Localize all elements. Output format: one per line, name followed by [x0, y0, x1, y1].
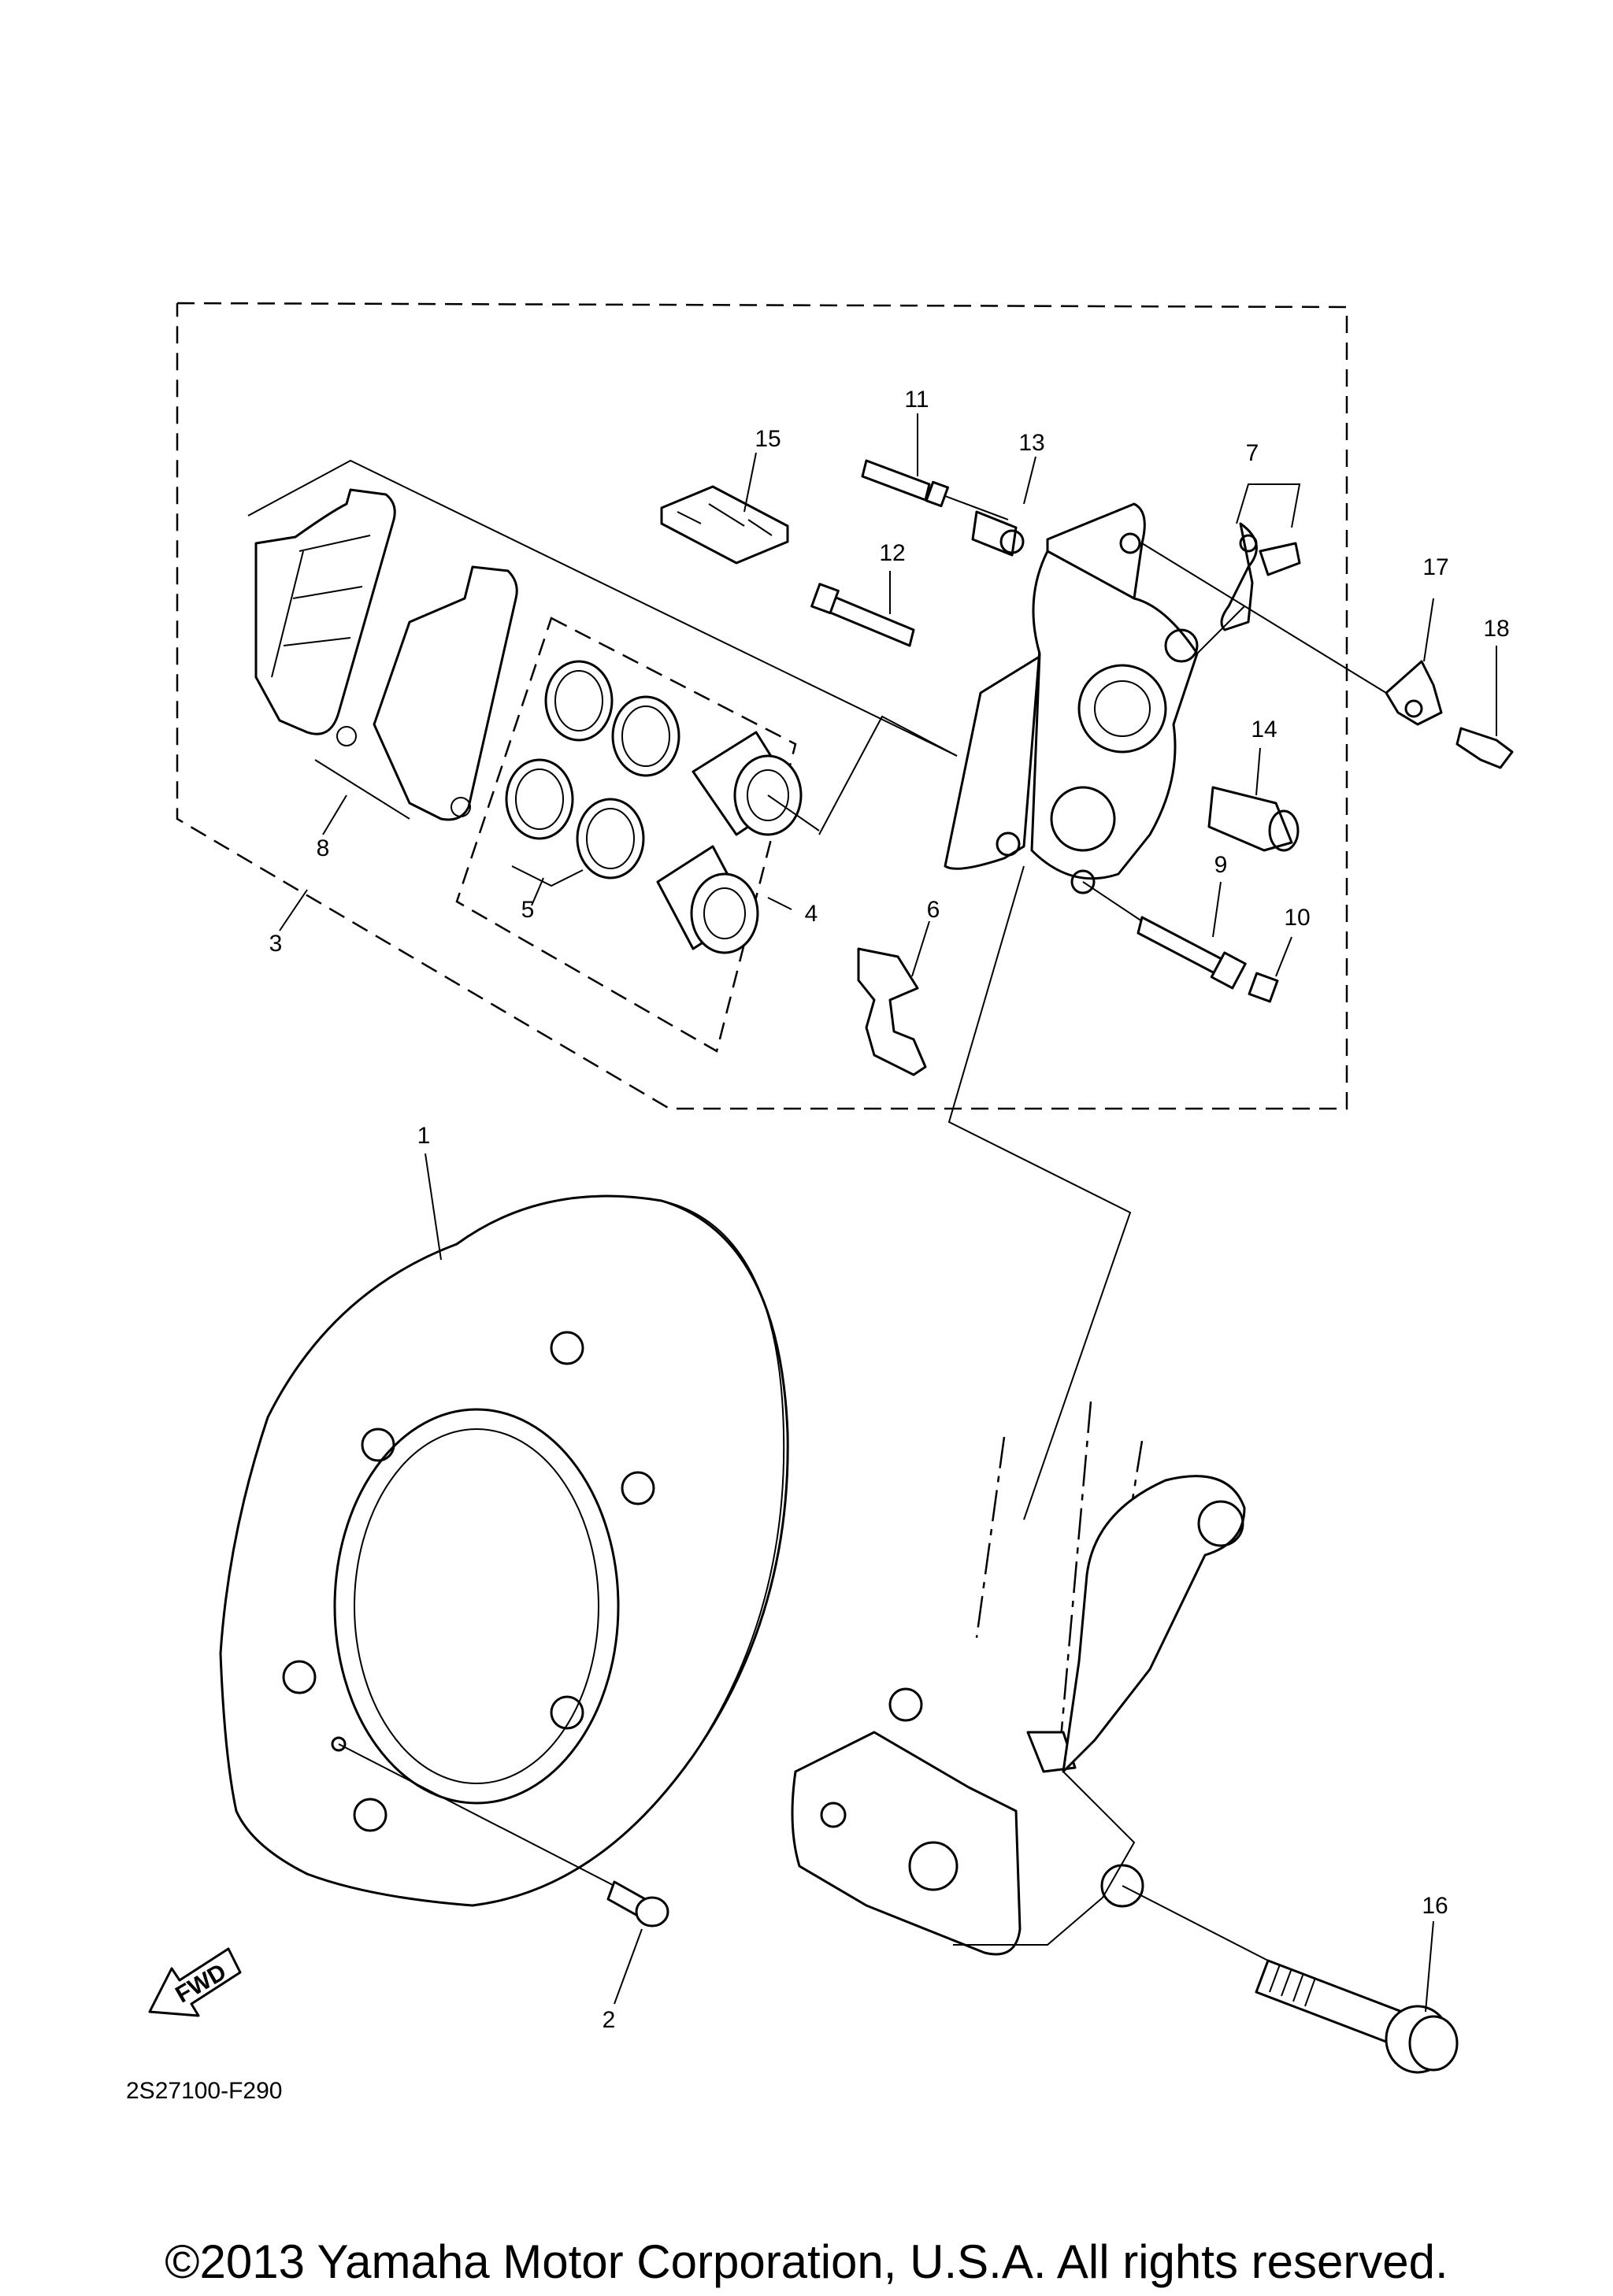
leader-2: [614, 1928, 643, 2005]
axis-11: [944, 495, 1009, 520]
callout-10: 10: [1284, 905, 1310, 931]
axis-2: [338, 1743, 615, 1887]
leader-13: [1023, 456, 1036, 505]
leader-4: [767, 897, 792, 910]
copyright-notice: ©2013 Yamaha Motor Corporation, U.S.A. A…: [165, 2235, 1448, 2288]
pad-support-6: [857, 947, 927, 1076]
leader-9: [1212, 881, 1222, 938]
seal-kit-boundary: [455, 617, 797, 1053]
pin-14: [1207, 786, 1300, 852]
callout-12: 12: [879, 540, 905, 566]
callout-8: 8: [317, 835, 330, 861]
leader-6: [911, 920, 930, 977]
leader-1: [425, 1153, 442, 1261]
bleed-screw-7: [1220, 522, 1301, 631]
axis-9: [1082, 881, 1143, 922]
caliper-assembly-boundary: [176, 302, 1348, 1110]
callout-6: 6: [927, 897, 940, 923]
leader-7: [1236, 483, 1301, 528]
leader-8: [322, 794, 347, 835]
leader-14: [1255, 747, 1261, 796]
callout-17: 17: [1422, 554, 1448, 580]
bolt-9: [1137, 916, 1247, 990]
callout-5: 5: [521, 897, 535, 923]
brake-disc: [219, 1194, 789, 1907]
pin-11: [861, 459, 950, 508]
leader-3: [279, 889, 308, 931]
fork-leg: [791, 1401, 1246, 1956]
callout-18: 18: [1483, 616, 1509, 642]
callout-3: 3: [269, 931, 283, 957]
callout-4: 4: [805, 901, 818, 927]
piston-seals: [505, 660, 680, 880]
axis-7b: [1196, 605, 1245, 654]
callout-14: 14: [1251, 717, 1277, 742]
pad-bracket: [314, 759, 410, 820]
clip-17: [1385, 660, 1443, 726]
screw-18: [1455, 727, 1514, 769]
leader-5: [531, 877, 544, 906]
callout-2: 2: [603, 2007, 616, 2033]
callout-7: 7: [1246, 440, 1259, 466]
piston-guide-line: [818, 715, 958, 835]
leader-16: [1425, 1920, 1434, 2013]
caliper-body: [944, 502, 1199, 894]
pistons: [656, 731, 803, 954]
callout-1: 1: [417, 1123, 431, 1149]
bleed-cap-13: [971, 510, 1025, 557]
axle-holder-bolt: [1255, 1959, 1459, 2074]
drawing-number: 2S27100-F290: [126, 2078, 283, 2104]
seal-bracket: [511, 865, 584, 887]
pad-spring-15: [660, 485, 789, 565]
brake-pad-1: [254, 488, 396, 746]
callout-13: 13: [1018, 430, 1044, 456]
piston-axis: [767, 794, 820, 831]
callout-15: 15: [755, 426, 781, 452]
leader-10: [1275, 936, 1292, 977]
cap-10: [1248, 972, 1279, 1003]
pin-12: [810, 583, 915, 647]
axis-16: [1122, 1885, 1269, 1961]
brake-pad-2: [373, 565, 518, 821]
pad-axis-line: [247, 459, 958, 757]
leader-17: [1423, 598, 1434, 662]
mount-leader: [947, 865, 1132, 1520]
leader-15: [743, 452, 757, 513]
callout-16: 16: [1422, 1893, 1448, 1919]
axis-7: [1141, 543, 1387, 694]
callout-11: 11: [904, 387, 929, 413]
disc-bolt: [606, 1880, 669, 1928]
callout-9: 9: [1214, 852, 1228, 878]
fwd-arrow-icon: FWD: [148, 1947, 242, 2017]
